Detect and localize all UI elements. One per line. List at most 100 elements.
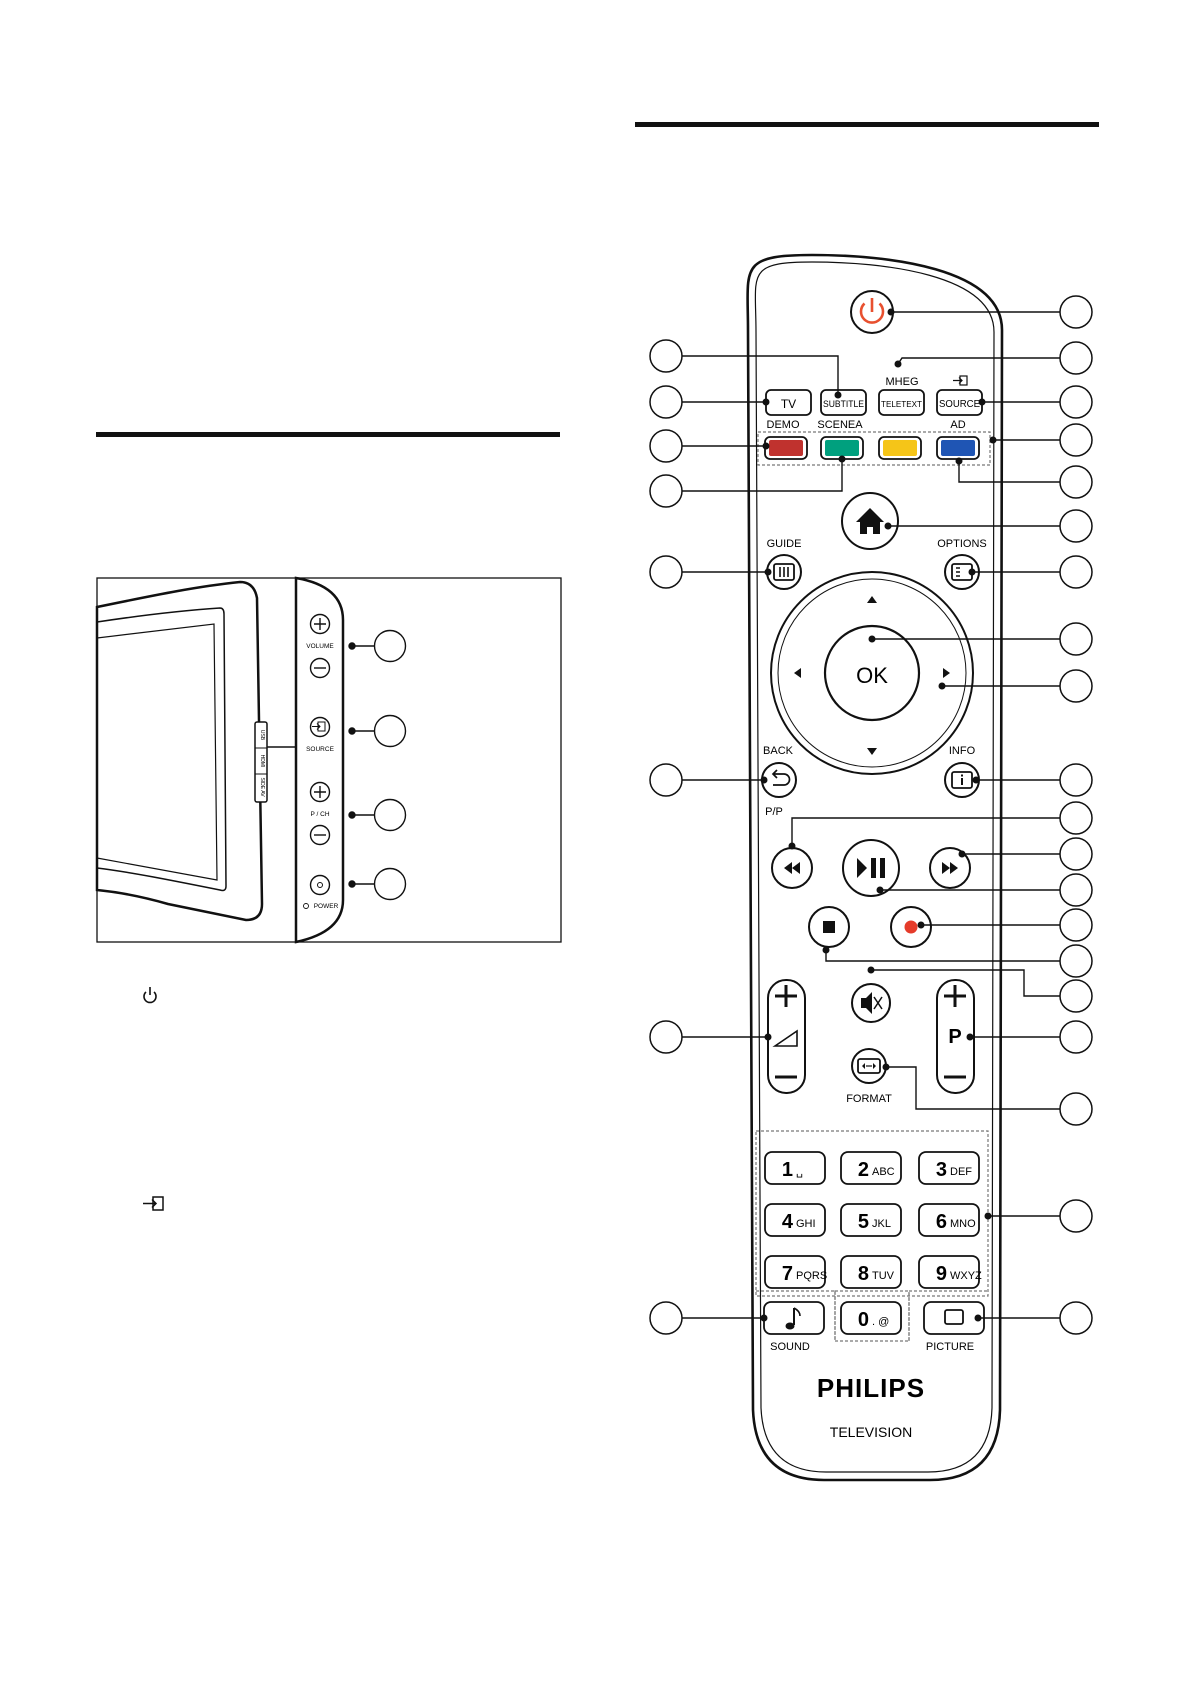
home-icon bbox=[856, 508, 884, 534]
fast-forward-button[interactable] bbox=[929, 847, 971, 889]
callout-dot bbox=[764, 568, 772, 576]
guide-button[interactable] bbox=[766, 554, 802, 590]
nav-up-icon[interactable] bbox=[867, 596, 877, 603]
sound-button[interactable] bbox=[763, 1301, 825, 1335]
rewind-icon bbox=[784, 862, 800, 874]
callout-dot bbox=[838, 455, 846, 463]
keypad-digit: 7 bbox=[782, 1263, 793, 1285]
keypad-button-0[interactable]: 0. @ bbox=[840, 1301, 902, 1335]
remote-callouts bbox=[682, 311, 1060, 1319]
keypad-letters: JKL bbox=[872, 1218, 891, 1230]
play-pause-icon bbox=[857, 858, 867, 878]
remote-control: TV SUBTITLE MHEG TELETEXT SOURCE DEMO SC… bbox=[746, 253, 1004, 1482]
sound-picture-divider bbox=[756, 1290, 988, 1341]
callout-circle bbox=[1059, 385, 1093, 419]
side-power-label-icon bbox=[303, 903, 309, 909]
ok-button[interactable]: OK bbox=[823, 624, 921, 722]
callout-circle bbox=[649, 474, 683, 508]
callout-circle bbox=[1059, 295, 1093, 329]
tv-button-label: TV bbox=[781, 397, 796, 411]
nav-right-icon[interactable] bbox=[943, 668, 950, 678]
brand-logo: PHILIPS bbox=[817, 1373, 925, 1403]
source-label-icon bbox=[953, 375, 968, 386]
callout-dot bbox=[917, 921, 925, 929]
callout-circle bbox=[1059, 944, 1093, 978]
rewind-button[interactable] bbox=[771, 847, 813, 889]
callout-circle bbox=[1059, 801, 1093, 835]
stop-button[interactable] bbox=[808, 906, 850, 948]
remote-power-button[interactable] bbox=[850, 290, 894, 334]
callout-circles bbox=[649, 295, 1093, 1335]
keypad-digit: 6 bbox=[936, 1211, 947, 1233]
info-icon bbox=[951, 771, 973, 789]
picture-label: PICTURE bbox=[926, 1341, 974, 1353]
record-button[interactable] bbox=[890, 906, 932, 948]
demo-label: DEMO bbox=[767, 419, 800, 431]
keypad-zero-group-outline bbox=[834, 1290, 910, 1342]
home-button[interactable] bbox=[841, 492, 899, 550]
section-rule-right bbox=[635, 122, 1099, 127]
callout-circle bbox=[649, 429, 683, 463]
color-buttons-group-outline bbox=[757, 431, 991, 466]
side-jack-av: SIDE AV bbox=[259, 777, 265, 797]
callout-circle bbox=[1059, 873, 1093, 907]
ok-button-label: OK bbox=[856, 663, 888, 688]
keypad-letters: WXYZ bbox=[950, 1270, 982, 1282]
program-up-icon bbox=[944, 985, 966, 1007]
source-button[interactable]: SOURCE bbox=[936, 389, 983, 416]
mute-button[interactable] bbox=[851, 983, 891, 1023]
red-button[interactable] bbox=[764, 436, 808, 460]
keypad-digit: 8 bbox=[858, 1263, 869, 1285]
side-jack-usb: USB bbox=[259, 730, 265, 741]
callout-circle bbox=[649, 763, 683, 797]
callout-dot bbox=[876, 886, 884, 894]
keypad-letters: GHI bbox=[796, 1218, 816, 1230]
side-source-label: SOURCE bbox=[306, 746, 334, 753]
callout-circle bbox=[1059, 979, 1093, 1013]
callout-circle bbox=[1059, 465, 1093, 499]
callout-dot bbox=[974, 1314, 982, 1322]
green-button[interactable] bbox=[820, 436, 864, 460]
subtitle-button[interactable]: SUBTITLE bbox=[820, 389, 867, 416]
tv-button[interactable]: TV bbox=[765, 389, 812, 416]
teletext-button-label: TELETEXT bbox=[881, 399, 922, 409]
side-power-button[interactable] bbox=[309, 874, 331, 896]
callout-dot bbox=[978, 398, 986, 406]
keypad-digit: 9 bbox=[936, 1263, 947, 1285]
nav-down-icon[interactable] bbox=[867, 748, 877, 755]
callout-dot bbox=[958, 850, 966, 858]
play-pause-button[interactable] bbox=[842, 839, 900, 897]
teletext-button[interactable]: TELETEXT bbox=[878, 389, 925, 416]
callout-circle bbox=[1059, 669, 1093, 703]
keypad-letters: ABC bbox=[872, 1166, 895, 1178]
yellow-button[interactable] bbox=[878, 436, 922, 460]
callout-dot bbox=[972, 776, 980, 784]
blue-button[interactable] bbox=[936, 436, 980, 460]
format-button[interactable] bbox=[851, 1048, 887, 1084]
callout-dot bbox=[894, 360, 902, 368]
nav-left-icon[interactable] bbox=[794, 668, 801, 678]
callout-circle bbox=[1059, 908, 1093, 942]
format-label: FORMAT bbox=[846, 1093, 892, 1105]
options-label: OPTIONS bbox=[937, 538, 987, 550]
volume-label: VOLUME bbox=[306, 643, 334, 650]
callout-circle bbox=[1059, 341, 1093, 375]
callout-dot bbox=[764, 1033, 772, 1041]
volume-up-icon bbox=[775, 985, 797, 1007]
callout-dot bbox=[788, 842, 796, 850]
volume-rocker[interactable] bbox=[767, 979, 806, 1094]
callout-circle bbox=[1059, 423, 1093, 457]
callout-circle bbox=[1059, 1020, 1093, 1054]
section-rule-left bbox=[96, 432, 560, 437]
callout-dot bbox=[989, 436, 997, 444]
keypad-button-1[interactable]: 1␣ bbox=[764, 1151, 826, 1185]
